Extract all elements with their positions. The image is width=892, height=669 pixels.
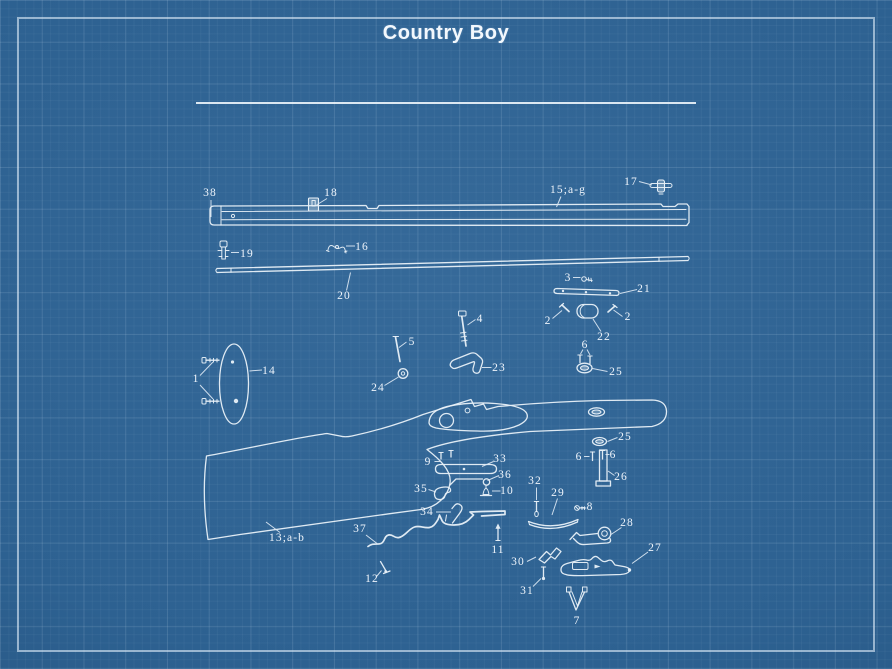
part-label-16: 16 [355, 241, 369, 253]
leader-lines [199, 181, 653, 587]
mainspring-drawing [566, 586, 588, 611]
part-label-28: 28 [620, 517, 634, 529]
trigger-34-drawing [451, 503, 463, 524]
pin-31-drawing [540, 566, 547, 581]
wedge-group-drawing [589, 436, 612, 487]
stock-drawing [203, 398, 668, 541]
part-label-26: 26 [614, 471, 628, 483]
part-label-3: 3 [565, 272, 572, 284]
part-label-33: 33 [493, 453, 507, 465]
part-label-30: 30 [511, 556, 525, 568]
nipple-drawing [649, 179, 673, 195]
part-label-37: 37 [353, 523, 367, 535]
pin-5-washer-24-drawing [392, 336, 409, 379]
part-label-8: 8 [587, 501, 594, 513]
barrel-drawing [209, 203, 690, 227]
pipe-33-drawing [434, 449, 498, 475]
block-22-drawing [576, 303, 599, 319]
ramrod-drawing [215, 255, 690, 274]
guard-wire-drawing [367, 510, 506, 548]
part-label-2-right: 2 [625, 311, 632, 323]
part-label-32: 32 [528, 475, 542, 487]
part-label-19: 19 [240, 248, 254, 260]
part-label-27: 27 [648, 542, 662, 554]
buttplate-group-drawing [201, 343, 250, 425]
part-label-6-left: 6 [576, 451, 583, 463]
part-label-9: 9 [425, 456, 432, 468]
part-label-17: 17 [624, 176, 638, 188]
part-label-21: 21 [637, 283, 651, 295]
part-label-36: 36 [498, 469, 512, 481]
part-label-25-top: 25 [609, 366, 623, 378]
part-label-11: 11 [491, 544, 504, 556]
trigger-plate-group-drawing [433, 478, 493, 501]
screw-3-drawing [581, 276, 593, 282]
screws-2-drawing [558, 302, 618, 313]
front-sight-drawing [326, 245, 348, 254]
pin-12-drawing [379, 560, 391, 575]
part-label-18: 18 [324, 187, 338, 199]
part-label-25-wrist: 25 [618, 431, 632, 443]
part-label-23: 23 [492, 362, 506, 374]
part-label-29: 29 [551, 487, 565, 499]
part-19-drawing [217, 240, 230, 260]
part-label-13ab: 13;a-b [269, 532, 305, 544]
part-label-14: 14 [262, 365, 276, 377]
part-label-12: 12 [365, 573, 379, 585]
pin-11-drawing [495, 523, 501, 542]
tumbler-28-drawing [569, 526, 612, 546]
tang-plate-drawing [553, 287, 620, 297]
part-label-6-top: 6 [582, 339, 589, 351]
screw-4-drawing [458, 310, 468, 347]
sear-spring-drawing [527, 518, 579, 530]
bracket-30-drawing [538, 547, 562, 564]
part-label-5: 5 [409, 336, 416, 348]
pin-32-drawing [533, 500, 540, 518]
part-label-10: 10 [500, 485, 514, 497]
part-label-2-left: 2 [545, 315, 552, 327]
part-label-1: 1 [193, 373, 200, 385]
part-label-35: 35 [414, 483, 428, 495]
part-label-31: 31 [520, 585, 534, 597]
part-label-24: 24 [371, 382, 385, 394]
part-label-4: 4 [477, 313, 484, 325]
lock-plate-drawing [560, 555, 632, 577]
part-label-7: 7 [574, 615, 581, 627]
rear-sight-drawing [307, 197, 320, 212]
page-title: Country Boy [382, 22, 510, 44]
part-label-38: 38 [203, 187, 217, 199]
part-label-34: 34 [420, 506, 434, 518]
escutcheon-top-group-drawing [576, 354, 593, 374]
part-label-15ag: 15;a-g [550, 184, 586, 196]
part-labels: 38 18 17 15;a-g 19 16 20 3 21 2 2 22 6 2… [193, 176, 662, 627]
part-label-6-right: 6 [610, 449, 617, 461]
part-label-22: 22 [597, 331, 611, 343]
nose-cap-drawing [449, 352, 484, 374]
part-label-20: 20 [337, 290, 351, 302]
